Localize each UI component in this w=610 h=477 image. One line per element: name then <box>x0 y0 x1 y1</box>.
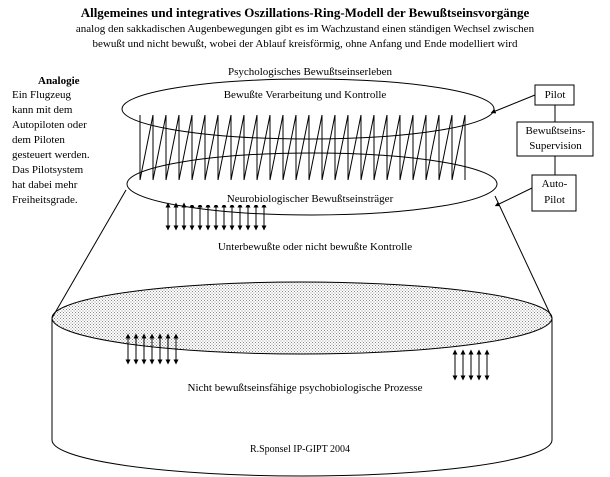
autopilot-label-2: Pilot <box>544 194 565 206</box>
autopilot-box <box>531 174 577 212</box>
zigzag-diagonal <box>373 114 388 181</box>
zigzag-diagonal <box>152 114 167 181</box>
pilot-connector <box>490 94 536 114</box>
top-caption: Psychologisches Bewußtseinserleben <box>227 66 393 78</box>
zigzag-diagonal <box>178 114 193 181</box>
zigzag-diagonal <box>230 114 245 181</box>
zigzag-diagonal <box>451 114 466 181</box>
analogy-line: dem Piloten <box>12 134 65 146</box>
mid-label: Unterbewußte oder nicht bewußte Kontroll… <box>217 241 413 253</box>
credit: R.Sponsel IP-GIPT 2004 <box>249 444 351 455</box>
zigzag-diagonal <box>412 114 427 181</box>
zigzag-diagonal <box>256 114 271 181</box>
subtitle-line-2: bewußt und nicht bewußt, wobei der Ablau… <box>92 38 518 50</box>
analogy-line: hat dabei mehr <box>12 179 78 191</box>
zigzag-diagonal <box>282 114 297 181</box>
zigzag-diagonal <box>386 114 401 181</box>
ring-middle-label: Neurobiologischer Bewußtseinsträger <box>185 193 435 205</box>
autopilot-connector <box>494 187 533 207</box>
zigzag-diagonal <box>165 114 180 181</box>
bottom-cylinder-top <box>51 281 553 355</box>
zigzag-diagonal <box>139 114 154 181</box>
zigzag-diagonal <box>399 114 414 181</box>
zigzag-diagonal <box>347 114 362 181</box>
ring-top-label: Bewußte Verarbeitung und Kontrolle <box>180 89 430 101</box>
top-ring <box>121 78 495 140</box>
zigzag-diagonal <box>334 114 349 181</box>
zigzag-diagonal <box>308 114 323 181</box>
middle-ring <box>126 152 498 216</box>
zigzag-diagonal <box>243 114 258 181</box>
analogy-line: gesteuert werden. <box>12 149 90 161</box>
analogy-line: Autopiloten oder <box>12 119 87 131</box>
diagram-title: Allgemeines und integratives Oszillation… <box>80 5 530 20</box>
zigzag-diagonal <box>269 114 284 181</box>
zigzag-diagonal <box>425 114 440 181</box>
cone-left-line <box>51 189 127 319</box>
zigzag-diagonal <box>360 114 375 181</box>
zigzag-diagonal <box>295 114 310 181</box>
analogy-line: Freiheitsgrade. <box>12 194 78 206</box>
zigzag-diagonal <box>204 114 219 181</box>
analogy-line: Ein Flugzeug <box>12 89 71 101</box>
pilot-label: Pilot <box>544 89 566 101</box>
analogy-heading: Analogie <box>38 75 80 87</box>
zigzag-diagonal <box>191 114 206 181</box>
bottom-label: Nicht bewußtseinsfähige psychobiologisch… <box>187 382 423 394</box>
analogy-line: kann mit dem <box>12 104 73 116</box>
autopilot-label-1: Auto- <box>541 178 568 190</box>
subtitle-line-1: analog den sakkadischen Augenbewegungen … <box>75 23 535 35</box>
supervision-label-2: Supervision <box>529 140 582 152</box>
supervision-label-1: Bewußtseins- <box>525 125 586 137</box>
double-arrows <box>125 202 490 381</box>
analogy-line: Das Pilotsystem <box>12 164 84 176</box>
zigzag-diagonal <box>438 114 453 181</box>
bottom-cylinder-wall <box>51 318 553 477</box>
zigzag-diagonal <box>321 114 336 181</box>
oscillation-zigzag <box>139 114 466 181</box>
zigzag-diagonal <box>217 114 232 181</box>
cone-right-line <box>494 195 553 319</box>
